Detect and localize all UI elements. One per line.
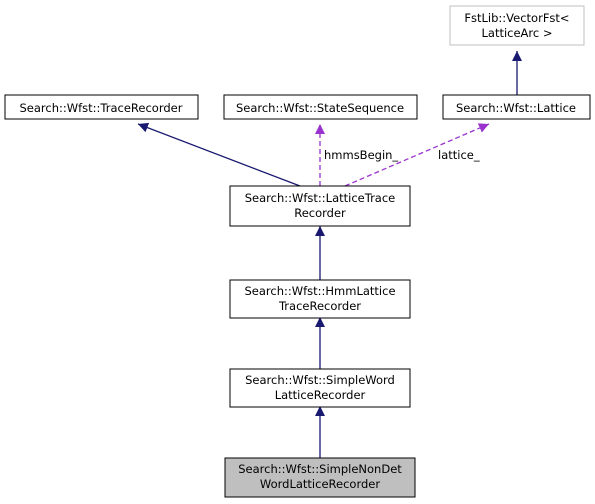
- node-label: Search::Wfst::SimpleWord: [245, 373, 395, 387]
- node-simple-nondet-word-lattice-recorder[interactable]: Search::Wfst::SimpleNonDet WordLatticeRe…: [224, 457, 416, 498]
- node-lattice[interactable]: Search::Wfst::Lattice: [442, 94, 591, 120]
- node-hmm-lattice-trace-recorder[interactable]: Search::Wfst::HmmLattice TraceRecorder: [229, 279, 411, 319]
- edges: [137, 51, 522, 458]
- node-state-sequence[interactable]: Search::Wfst::StateSequence: [223, 94, 418, 120]
- node-lattice-trace-recorder[interactable]: Search::Wfst::LatticeTrace Recorder: [229, 185, 411, 227]
- node-vector-fst[interactable]: FstLib::VectorFst< LatticeArc >: [449, 5, 585, 46]
- node-label: Search::Wfst::StateSequence: [236, 101, 404, 115]
- node-label: Search::Wfst::SimpleNonDet: [238, 462, 402, 476]
- node-label: WordLatticeRecorder: [260, 477, 380, 491]
- node-trace-recorder[interactable]: Search::Wfst::TraceRecorder: [4, 94, 199, 120]
- node-label: LatticeRecorder: [275, 388, 366, 402]
- node-label: Recorder: [294, 206, 346, 220]
- node-simple-word-lattice-recorder[interactable]: Search::Wfst::SimpleWord LatticeRecorder: [229, 368, 411, 408]
- edge-lattice-to-latticetracerecorder: [344, 123, 490, 187]
- node-label: LatticeArc >: [481, 26, 552, 40]
- node-label: FstLib::VectorFst<: [464, 11, 569, 25]
- node-label: Search::Wfst::LatticeTrace: [245, 191, 396, 205]
- edge-label-lattice: lattice_: [438, 148, 480, 162]
- node-label: TraceRecorder: [278, 299, 361, 313]
- node-label: Search::Wfst::HmmLattice: [244, 284, 395, 298]
- edge-latticetracerecorder-to-tracerecorder: [137, 122, 301, 187]
- node-label: Search::Wfst::TraceRecorder: [20, 101, 183, 115]
- edge-label-hmms-begin: hmmsBegin_: [324, 148, 398, 162]
- node-label: Search::Wfst::Lattice: [456, 101, 576, 115]
